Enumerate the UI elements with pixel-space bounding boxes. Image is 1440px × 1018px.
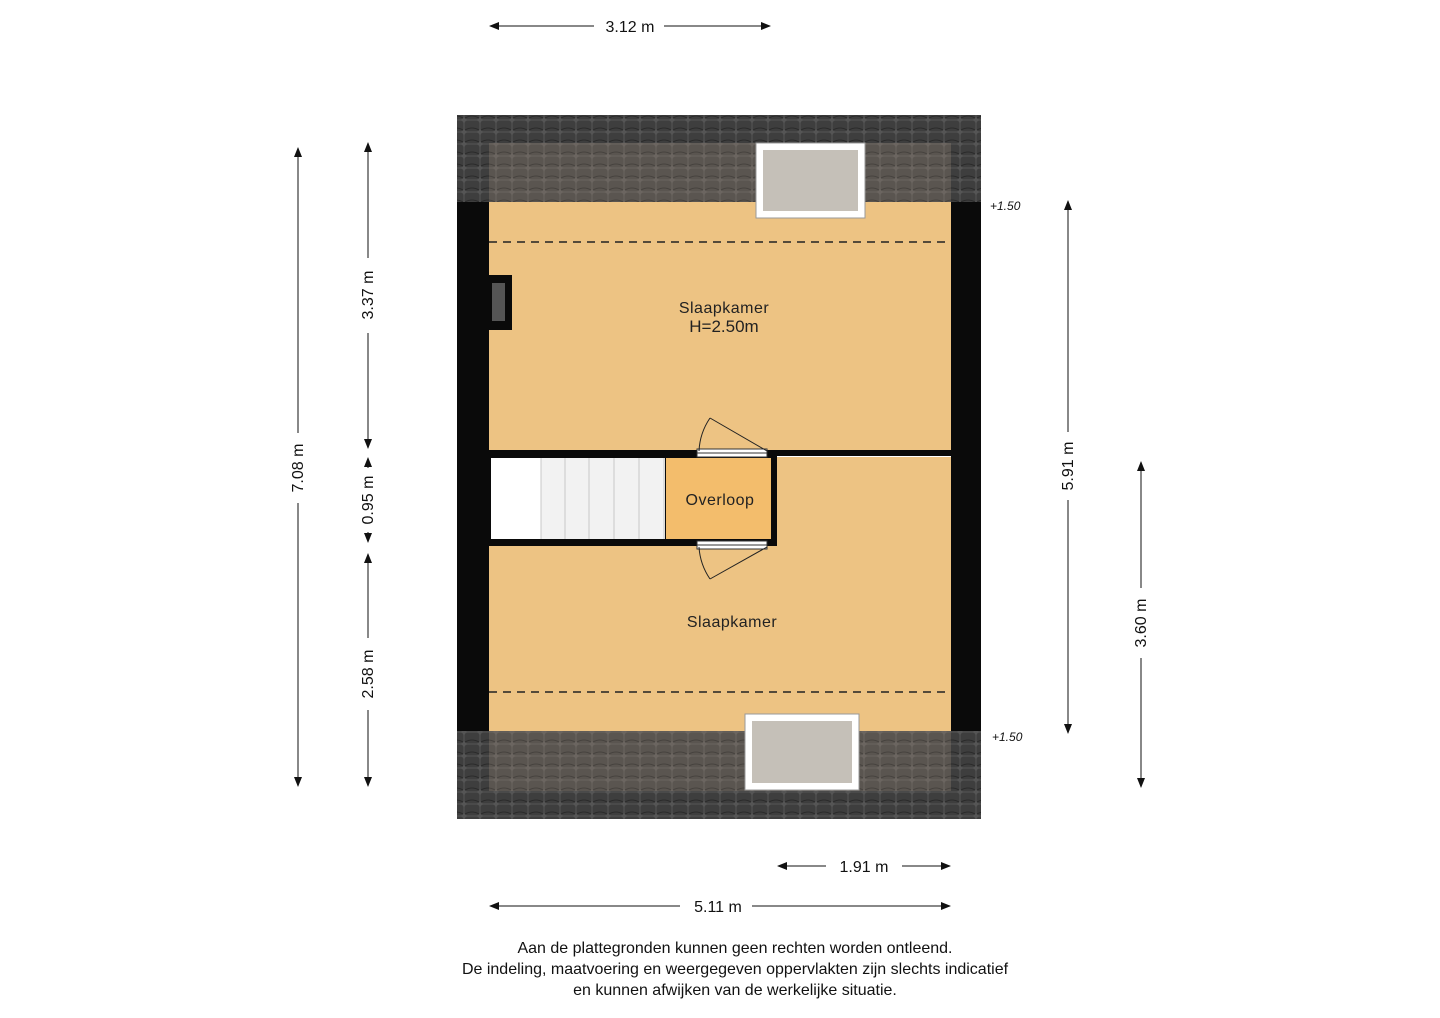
door-top <box>696 417 768 458</box>
dimension-label: 3.37 m <box>360 271 377 320</box>
room-height-bedroom-top: H=2.50m <box>689 317 758 336</box>
dimension-right-depth: 5.91 m <box>1060 200 1077 734</box>
disclaimer-line: en kunnen afwijken van de werkelijke sit… <box>573 982 897 999</box>
floor-top-bedroom <box>489 202 951 450</box>
dimension-label: 0.95 m <box>360 476 377 525</box>
dimension-landing-depth: 0.95 m <box>360 457 377 543</box>
dimension-label: 3.60 m <box>1133 599 1150 648</box>
level-bottom-eave: +1.50 <box>992 730 1023 744</box>
room-label-bedroom-bottom: Slaapkamer <box>687 614 778 631</box>
door-bottom <box>696 540 768 580</box>
dimension-bottom-partial-width: 1.91 m <box>777 859 951 876</box>
dimension-label: 3.12 m <box>606 19 655 36</box>
dimension-right-lower-depth: 3.60 m <box>1133 461 1150 788</box>
skylight-bottom <box>744 713 860 791</box>
skylight-top <box>755 142 866 219</box>
level-top-eave: +1.50 <box>990 199 1021 213</box>
floor-landing <box>666 458 771 539</box>
roof-bottom <box>457 731 981 819</box>
wall-left <box>457 202 489 731</box>
dimension-top-room-depth: 3.37 m <box>360 142 377 449</box>
dimension-top-width: 3.12 m <box>489 19 771 36</box>
room-label-bedroom-top: Slaapkamer <box>679 300 770 317</box>
wall-right <box>951 202 981 731</box>
dimension-label: 5.91 m <box>1060 442 1077 491</box>
disclaimer: Aan de plattegronden kunnen geen rechten… <box>370 938 1100 1001</box>
dimension-bottom-width: 5.11 m <box>489 899 951 916</box>
dimension-overall-height: 7.08 m <box>290 147 307 787</box>
dimension-label: 2.58 m <box>360 650 377 699</box>
disclaimer-line: De indeling, maatvoering en weergegeven … <box>461 961 1009 978</box>
disclaimer-line: Aan de plattegronden kunnen geen rechten… <box>517 940 953 957</box>
room-label-landing: Overloop <box>686 492 755 509</box>
dimension-label: 1.91 m <box>840 859 889 876</box>
roof-top <box>457 115 981 202</box>
dimension-label: 5.11 m <box>694 899 742 916</box>
dimension-bottom-room-depth: 2.58 m <box>360 553 377 787</box>
shaft <box>489 275 512 330</box>
dimension-label: 7.08 m <box>290 444 307 493</box>
